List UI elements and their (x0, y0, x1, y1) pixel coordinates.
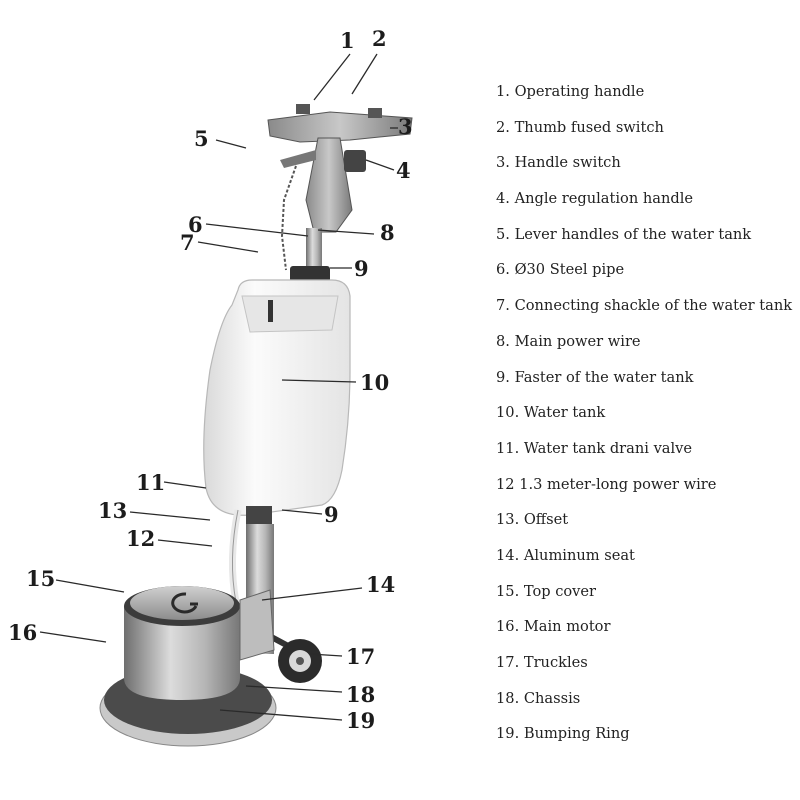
legend-item: 7. Connecting shackle of the water tank (496, 297, 793, 315)
top-cover (130, 586, 234, 620)
aluminum-seat (239, 589, 275, 661)
legend-item: 16. Main motor (496, 618, 611, 636)
legend-item: 5. Lever handles of the water tank (496, 225, 752, 243)
callout-9-lower: 9 (324, 502, 339, 527)
legend-item: 3. Handle switch (496, 154, 621, 172)
callout-16: 16 (8, 620, 37, 645)
legend-item: 4. Angle regulation handle (496, 190, 694, 208)
water-tank (203, 279, 351, 516)
legend-item: 6. Ø30 Steel pipe (496, 261, 625, 279)
legend-item: 12 1.3 meter-long power wire (496, 475, 717, 493)
legend-item: 1. Operating handle (496, 83, 645, 100)
callout-2: 2 (372, 26, 387, 51)
callout-6: 6 (188, 212, 203, 237)
steel-pipe (280, 165, 330, 282)
callout-7: 7 (180, 230, 195, 255)
legend-item: 17. Truckles (496, 654, 588, 671)
callout-14: 14 (366, 572, 395, 597)
angle-regulation-handle (344, 150, 366, 172)
legend-item: 8. Main power wire (496, 332, 641, 350)
legend-item: 9. Faster of the water tank (496, 368, 694, 386)
callout-15: 15 (26, 566, 55, 591)
callout-9: 9 (354, 256, 369, 281)
tank-fastener-lower (246, 506, 272, 526)
operating-handle (267, 104, 413, 233)
callout-3: 3 (398, 114, 413, 139)
parts-legend: 1. Operating handle 2. Thumb fused switc… (496, 80, 792, 758)
legend-item: 18. Chassis (496, 689, 581, 707)
legend-item: 15. Top cover (496, 582, 597, 600)
callout-5: 5 (194, 126, 209, 151)
brand-logo (171, 592, 198, 614)
callout-11: 11 (136, 470, 165, 495)
callout-19: 19 (346, 708, 375, 733)
legend-item: 13. Offset (496, 511, 569, 529)
callout-13: 13 (98, 498, 127, 523)
callout-1: 1 (340, 28, 355, 53)
callout-18: 18 (346, 682, 375, 707)
callout-numbers: 1 2 3 4 5 6 7 8 9 10 11 12 13 14 15 16 1… (8, 26, 413, 733)
legend-item: 10. Water tank (496, 404, 606, 422)
legend-item: 14. Aluminum seat (496, 546, 635, 564)
legend-item: 19. Bumping Ring (496, 725, 630, 743)
callout-12: 12 (126, 526, 155, 551)
callout-4: 4 (396, 158, 411, 183)
legend-item: 11. Water tank drani valve (496, 439, 693, 457)
main-motor (124, 606, 240, 700)
callout-8: 8 (380, 220, 395, 245)
leader-lines (39, 53, 398, 721)
legend-item: 2. Thumb fused switch (496, 118, 664, 136)
callout-10: 10 (360, 370, 389, 395)
callout-17: 17 (346, 644, 375, 669)
